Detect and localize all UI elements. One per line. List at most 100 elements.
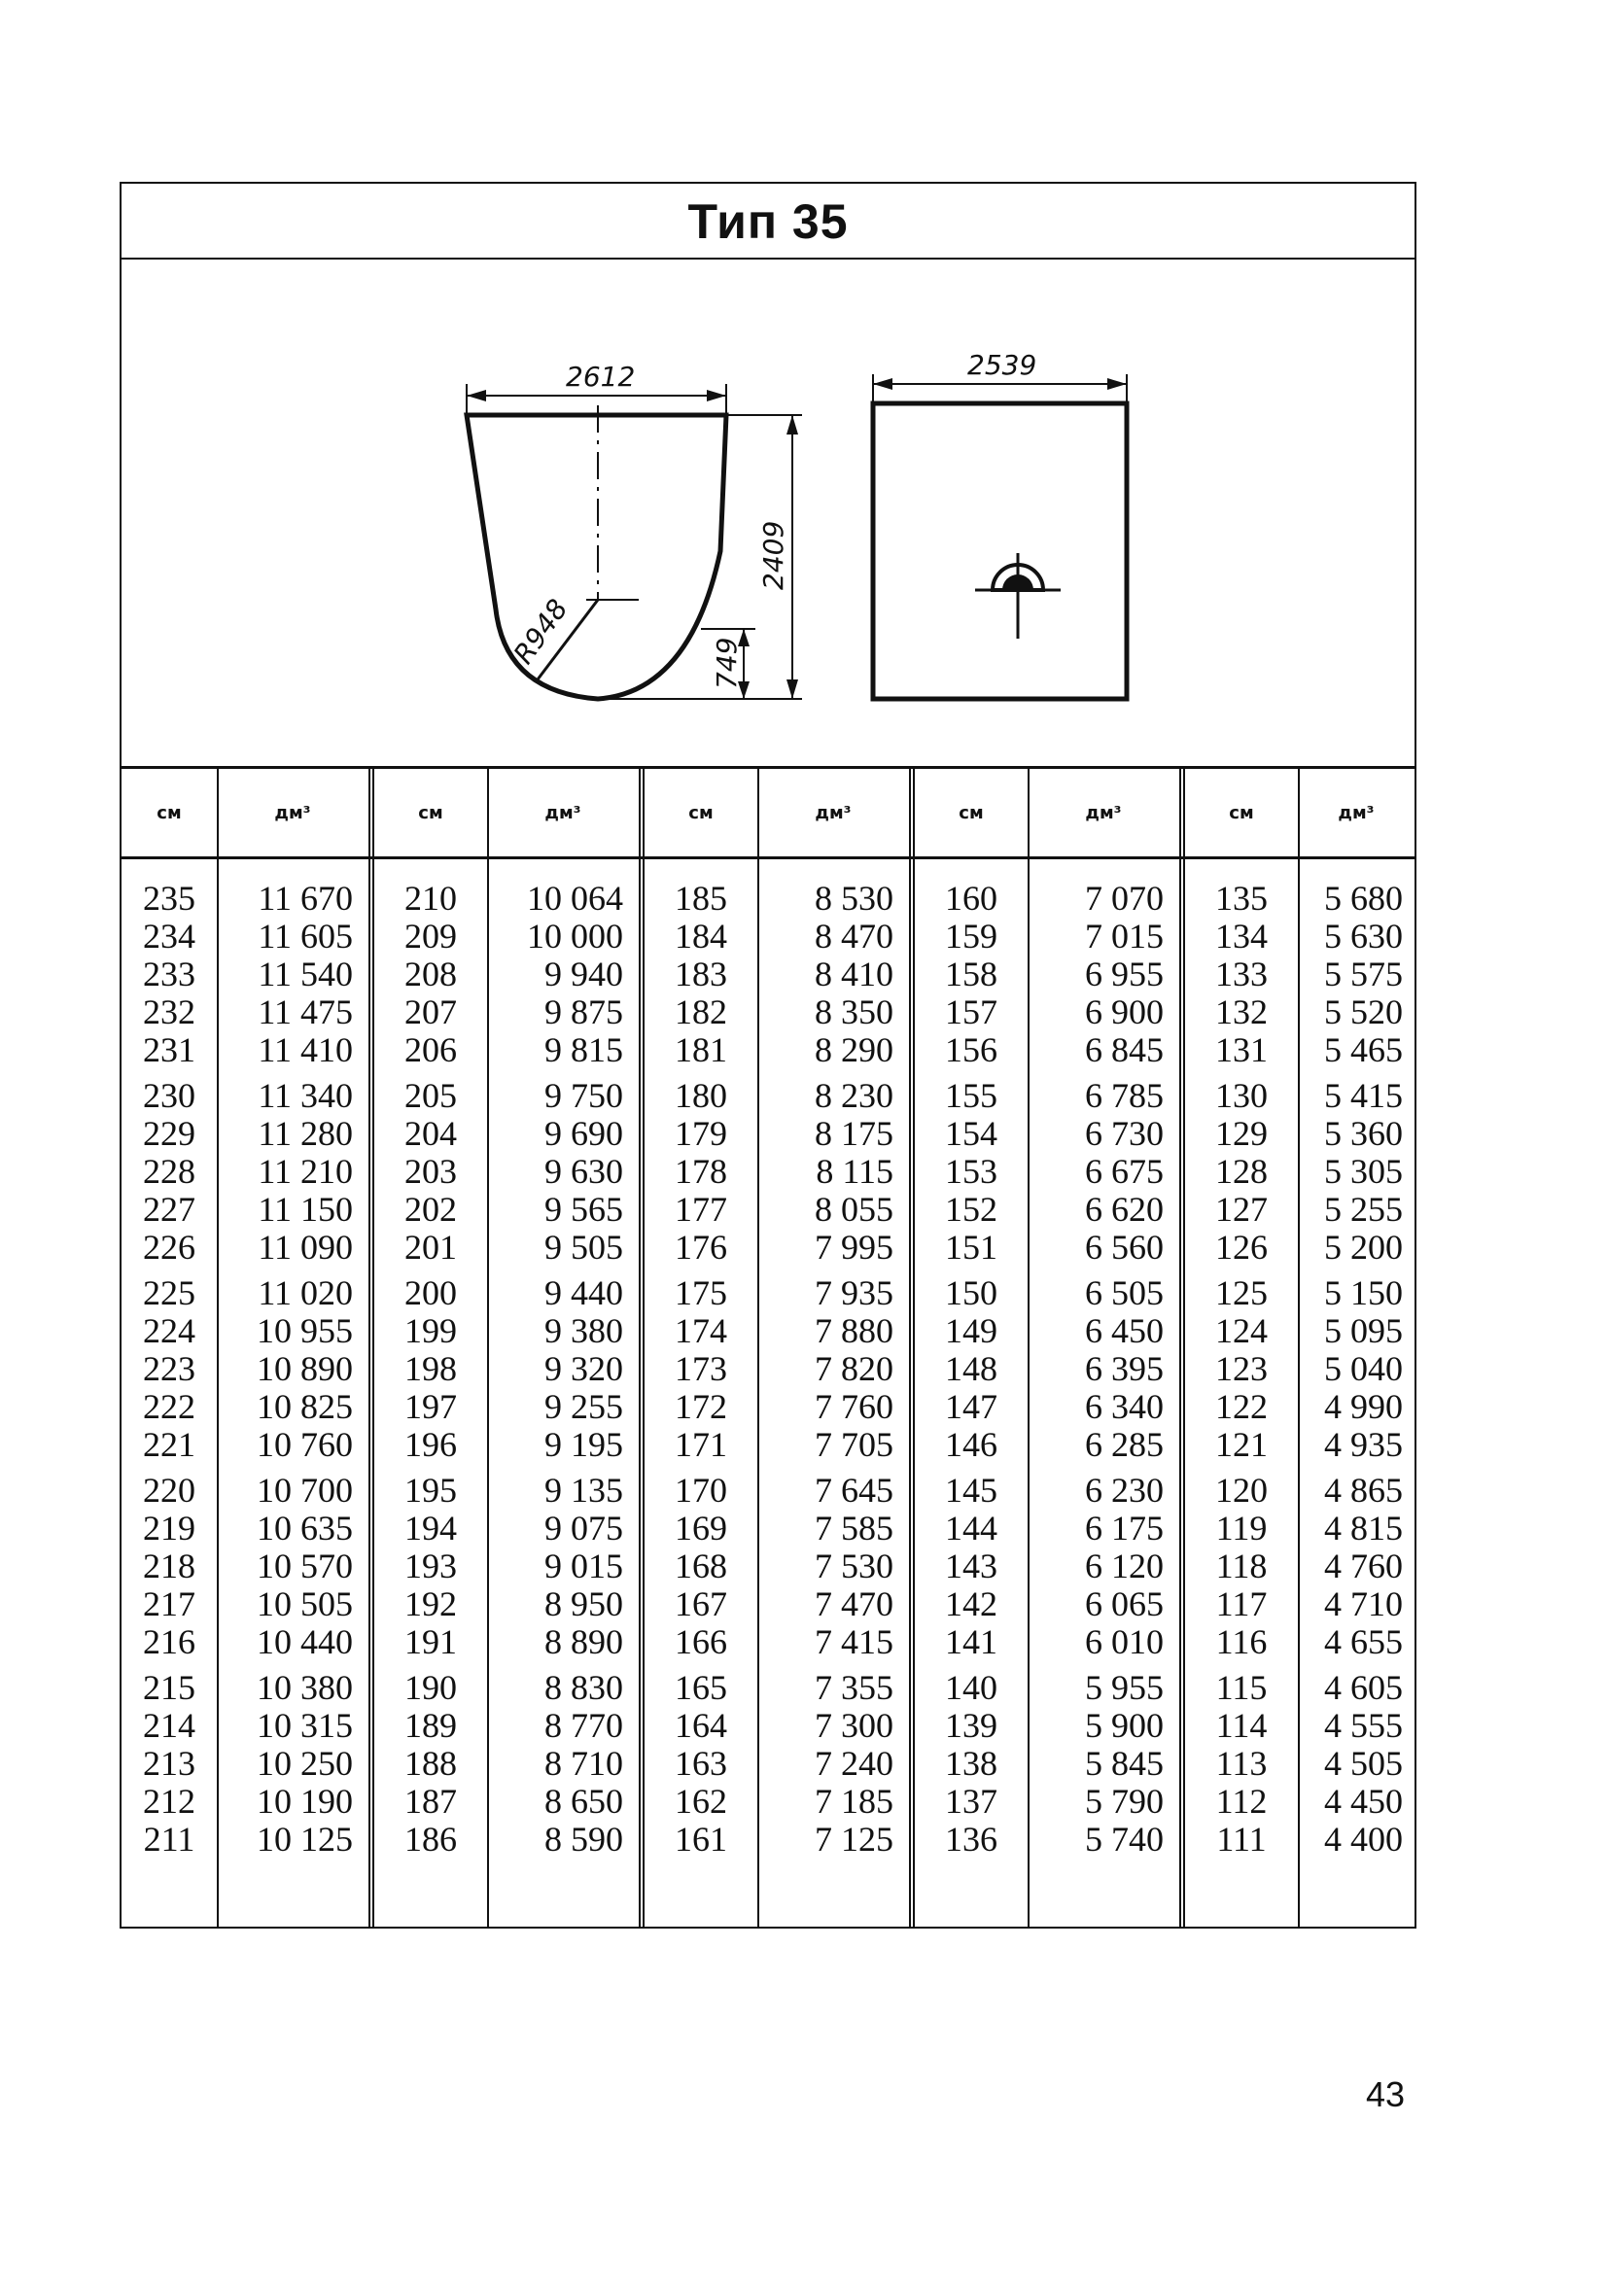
cell-dm: 6 845	[1085, 1030, 1164, 1069]
cell-cm: 145	[945, 1471, 997, 1510]
cell-cm: 118	[1215, 1547, 1268, 1585]
cell-dm: 5 040	[1324, 1349, 1403, 1388]
cell-cm: 226	[143, 1228, 195, 1267]
cell-dm: 10 635	[257, 1509, 353, 1548]
cell-cm: 225	[143, 1273, 195, 1312]
cell-cm: 149	[945, 1311, 997, 1350]
cell-cm: 175	[675, 1273, 727, 1312]
radius-line	[536, 599, 600, 680]
cell-dm: 11 210	[258, 1152, 353, 1191]
cell-dm: 9 690	[544, 1114, 623, 1153]
group-separator	[639, 769, 645, 1929]
cell-cm: 230	[143, 1076, 195, 1115]
cell-dm: 7 585	[815, 1509, 893, 1548]
cell-dm: 4 555	[1324, 1706, 1403, 1745]
cell-cm: 154	[945, 1114, 997, 1153]
col-separator	[757, 769, 759, 1929]
cell-cm: 217	[143, 1584, 195, 1623]
cell-dm: 4 990	[1324, 1387, 1403, 1426]
cell-cm: 219	[143, 1509, 195, 1548]
cell-cm: 157	[945, 992, 997, 1031]
cell-dm: 5 520	[1324, 992, 1403, 1031]
cell-dm: 9 320	[544, 1349, 623, 1388]
cell-cm: 194	[404, 1509, 457, 1548]
cell-dm: 7 645	[815, 1471, 893, 1510]
cell-cm: 212	[143, 1782, 195, 1821]
cell-cm: 148	[945, 1349, 997, 1388]
cell-cm: 163	[675, 1744, 727, 1783]
cell-dm: 10 250	[257, 1744, 353, 1783]
cell-cm: 196	[404, 1425, 457, 1464]
cell-dm: 8 290	[815, 1030, 893, 1069]
cell-cm: 233	[143, 955, 195, 993]
cell-cm: 209	[404, 917, 457, 956]
cell-cm: 129	[1215, 1114, 1268, 1153]
cell-dm: 11 605	[258, 917, 353, 956]
cell-dm: 10 760	[257, 1425, 353, 1464]
cell-dm: 5 790	[1085, 1782, 1164, 1821]
cell-dm: 7 705	[815, 1425, 893, 1464]
cell-cm: 222	[143, 1387, 195, 1426]
cell-dm: 7 470	[815, 1584, 893, 1623]
cell-dm: 6 675	[1085, 1152, 1164, 1191]
cell-cm: 160	[945, 879, 997, 918]
cell-dm: 8 710	[544, 1744, 623, 1783]
cell-cm: 200	[404, 1273, 457, 1312]
cell-dm: 6 730	[1085, 1114, 1164, 1153]
cell-cm: 234	[143, 917, 195, 956]
cell-cm: 138	[945, 1744, 997, 1783]
col-separator	[487, 769, 489, 1929]
cell-dm: 4 710	[1324, 1584, 1403, 1623]
cell-dm: 5 095	[1324, 1311, 1403, 1350]
cell-dm: 6 285	[1085, 1425, 1164, 1464]
cell-dm: 10 505	[257, 1584, 353, 1623]
cell-cm: 153	[945, 1152, 997, 1191]
header-cm: см	[688, 802, 714, 823]
header-cm: см	[959, 802, 984, 823]
cell-cm: 113	[1215, 1744, 1268, 1783]
cell-dm: 7 355	[815, 1668, 893, 1707]
cell-cm: 180	[675, 1076, 727, 1115]
cell-cm: 152	[945, 1190, 997, 1229]
cell-dm: 5 955	[1085, 1668, 1164, 1707]
cell-dm: 10 064	[527, 879, 623, 918]
cell-dm: 11 475	[258, 992, 353, 1031]
cell-dm: 9 940	[544, 955, 623, 993]
header-cm: см	[1229, 802, 1254, 823]
page-number: 43	[1366, 2074, 1406, 2114]
header-cm: см	[157, 802, 182, 823]
cell-cm: 135	[1215, 879, 1268, 918]
cell-dm: 9 815	[544, 1030, 623, 1069]
header-dm: дм³	[274, 802, 311, 823]
cell-cm: 130	[1215, 1076, 1268, 1115]
cell-dm: 6 785	[1085, 1076, 1164, 1115]
cell-dm: 5 360	[1324, 1114, 1403, 1153]
cell-cm: 223	[143, 1349, 195, 1388]
cell-dm: 7 415	[815, 1622, 893, 1661]
cell-cm: 174	[675, 1311, 727, 1350]
cell-dm: 6 560	[1085, 1228, 1164, 1267]
cell-dm: 8 530	[815, 879, 893, 918]
cell-dm: 6 010	[1085, 1622, 1164, 1661]
cell-cm: 204	[404, 1114, 457, 1153]
width-label: 2612	[566, 361, 635, 393]
cell-cm: 203	[404, 1152, 457, 1191]
